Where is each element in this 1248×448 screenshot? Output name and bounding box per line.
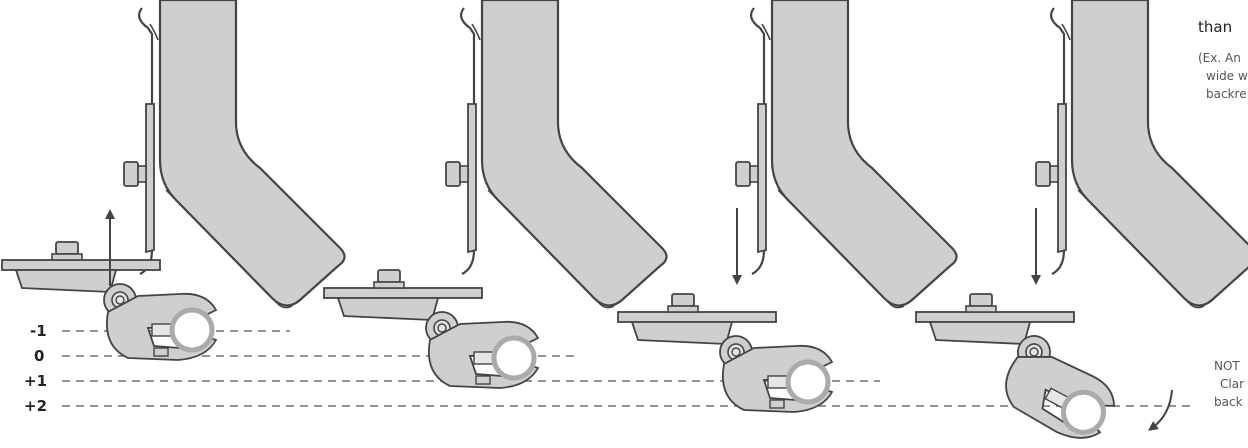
bottom-note-line-3: back [1214, 395, 1243, 409]
seat-assembly-4 [915, 0, 1248, 439]
top-note-heading: than [1198, 18, 1232, 36]
bottom-note-line-1: NOT [1214, 359, 1240, 373]
level-label-0: 0 [34, 347, 44, 365]
top-note-line-1: (Ex. An [1198, 51, 1241, 65]
level-label-plus-1: +1 [24, 372, 47, 390]
level-label-plus-2: +2 [24, 397, 47, 415]
seat-assembly-2 [324, 0, 668, 388]
seat-assembly-1 [2, 0, 346, 360]
level-labels: -1 0 +1 +2 [24, 322, 47, 415]
top-note-line-3: backre [1206, 87, 1247, 101]
level-label-minus-1: -1 [30, 322, 47, 340]
bottom-note-line-2: Clar [1220, 377, 1244, 391]
top-note-line-2: wide w [1206, 69, 1248, 83]
seat-assembly-3 [618, 0, 958, 412]
rotate-arrow [1147, 389, 1173, 431]
bottom-note: NOT Clar back [1214, 359, 1244, 409]
top-note: than (Ex. An wide w backre [1198, 18, 1248, 101]
